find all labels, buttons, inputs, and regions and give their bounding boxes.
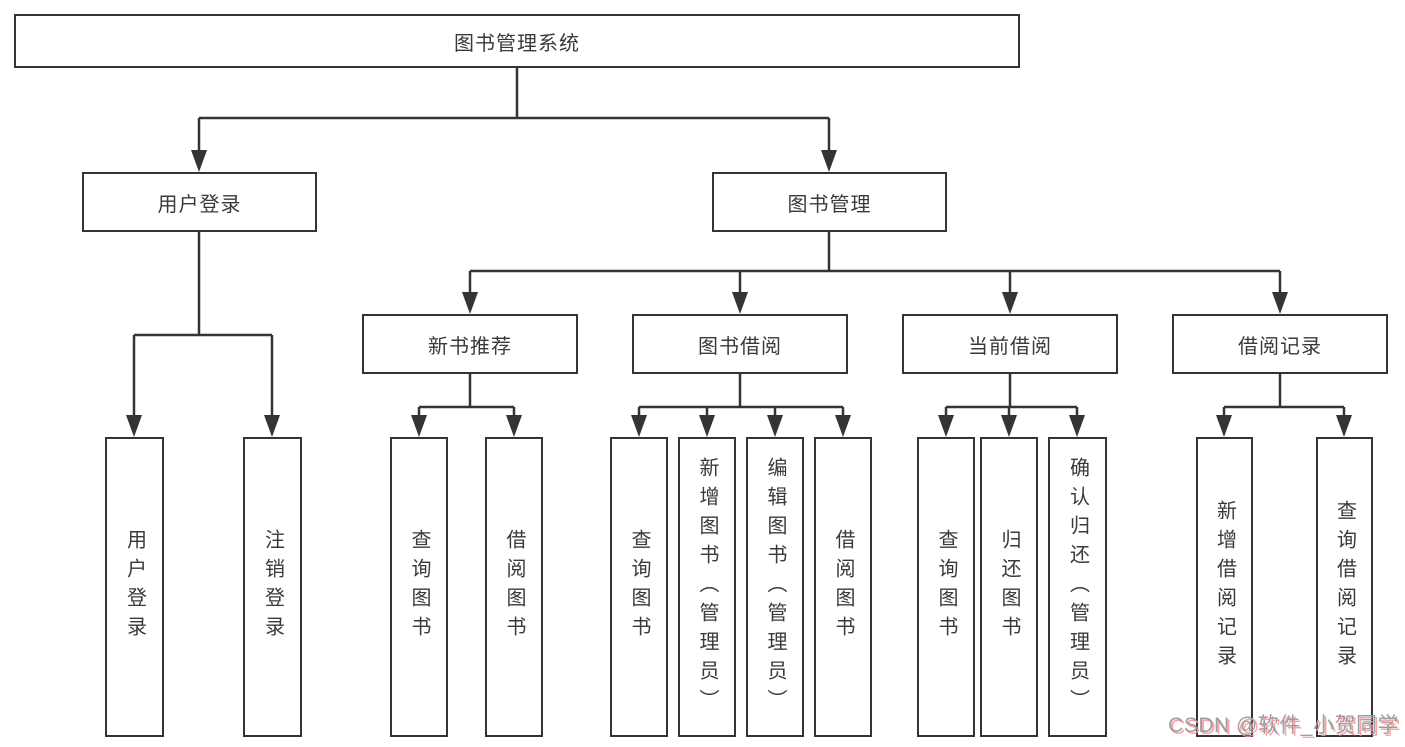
node-label: 查询图书	[628, 529, 650, 645]
node-label: 归还图书	[998, 529, 1020, 645]
node-label: 借阅图书	[832, 529, 854, 645]
node-label: 用户登录	[123, 529, 146, 645]
node-current-borrowing: 当前借阅	[902, 314, 1118, 374]
node-user-login: 用户登录	[82, 172, 317, 232]
node-label: 当前借阅	[968, 335, 1052, 358]
leaf-add-book-admin: 新增图书（管理员）	[678, 437, 736, 737]
node-label: 查询图书	[408, 529, 430, 645]
node-label: 借阅记录	[1238, 335, 1322, 358]
leaf-logout: 注销登录	[243, 437, 302, 737]
node-label: 新增图书（管理员）	[696, 456, 718, 718]
node-label: 查询借阅记录	[1333, 500, 1356, 674]
node-label: 图书管理	[787, 193, 872, 216]
leaf-query-borrow-record: 查询借阅记录	[1316, 437, 1373, 737]
leaf-query-books-3: 查询图书	[917, 437, 975, 737]
node-label: 确认归还（管理员）	[1066, 456, 1089, 718]
node-book-management: 图书管理	[712, 172, 947, 232]
leaf-add-borrow-record: 新增借阅记录	[1196, 437, 1253, 737]
node-label: 编辑图书（管理员）	[764, 456, 786, 718]
leaf-borrow-books-2: 借阅图书	[814, 437, 872, 737]
node-label: 图书借阅	[698, 335, 782, 358]
leaf-return-books: 归还图书	[980, 437, 1038, 737]
node-label: 新增借阅记录	[1213, 500, 1236, 674]
node-label: 用户登录	[157, 193, 242, 216]
node-book-borrowing: 图书借阅	[632, 314, 848, 374]
leaf-edit-book-admin: 编辑图书（管理员）	[746, 437, 804, 737]
node-library-management-system: 图书管理系统	[14, 14, 1020, 68]
leaf-query-books-1: 查询图书	[390, 437, 448, 737]
node-label: 查询图书	[935, 529, 957, 645]
leaf-borrow-books-1: 借阅图书	[485, 437, 543, 737]
node-borrowing-records: 借阅记录	[1172, 314, 1388, 374]
node-label: 图书管理系统	[454, 32, 580, 55]
leaf-user-login: 用户登录	[105, 437, 164, 737]
leaf-query-books-2: 查询图书	[610, 437, 668, 737]
node-label: 新书推荐	[428, 335, 512, 358]
csdn-watermark: CSDN @软件_小贺同学	[1168, 714, 1399, 737]
node-label: 借阅图书	[503, 529, 525, 645]
node-label: 注销登录	[261, 529, 284, 645]
leaf-confirm-return-admin: 确认归还（管理员）	[1048, 437, 1107, 737]
node-new-book-recommend: 新书推荐	[362, 314, 578, 374]
